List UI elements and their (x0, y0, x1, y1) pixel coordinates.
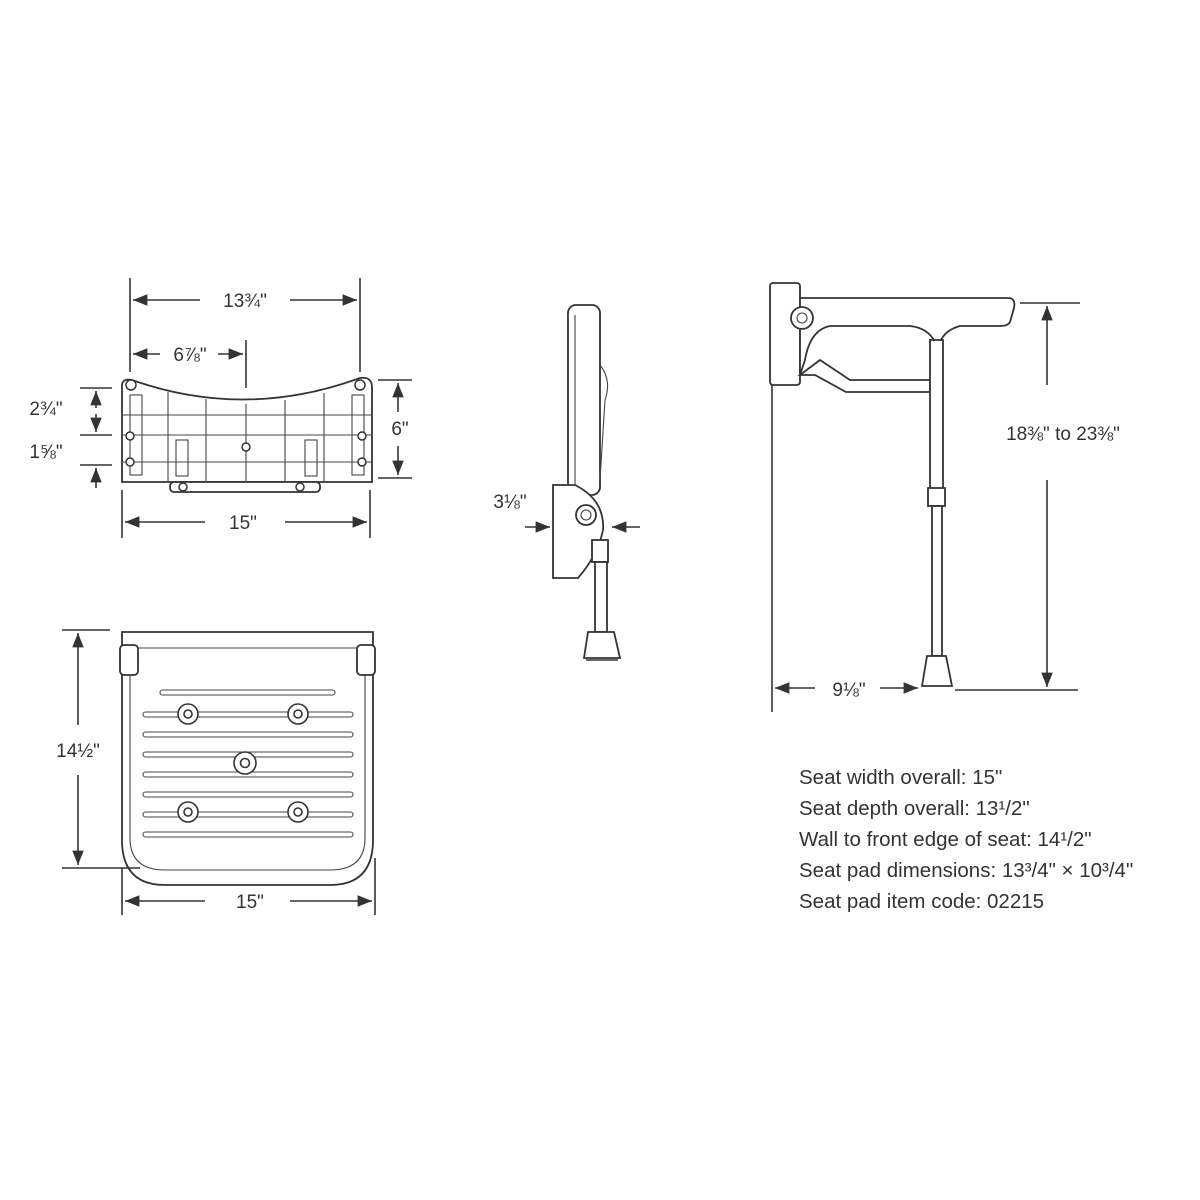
dim-width: 15" (236, 892, 264, 913)
dim-height-range: 18⅜" to 23⅜" (1006, 424, 1120, 445)
folded-side-view: 3⅛" (493, 304, 640, 661)
spec-seat-depth: Seat depth overall: 13¹/2" (799, 797, 1030, 820)
open-side-view: 18⅜" to 23⅜" 9⅛" (769, 282, 1120, 712)
dim-overall-width: 15" (229, 513, 257, 534)
spec-pad-dimensions: Seat pad dimensions: 13³/4" × 10³/4" (799, 859, 1134, 882)
specifications-list: Seat width overall: 15" Seat depth overa… (799, 762, 1133, 917)
dim-depth: 14½" (56, 741, 100, 762)
dim-folded-depth: 3⅛" (493, 492, 526, 513)
dim-top-width: 13¾" (223, 291, 267, 312)
dim-lower-spacing: 1⅝" (29, 442, 62, 463)
spec-wall-to-front: Wall to front edge of seat: 14¹/2" (799, 828, 1092, 851)
top-view: 14½" 15" (56, 629, 376, 915)
rear-view: 13¾" 6⅞" 2¾" 1⅝" 6" 15" (29, 278, 412, 538)
dim-leg-offset: 9⅛" (832, 680, 865, 701)
spec-pad-item-code: Seat pad item code: 02215 (799, 890, 1045, 913)
spec-seat-width: Seat width overall: 15" (799, 766, 1003, 789)
dim-height: 6" (391, 419, 408, 440)
dim-center-offset: 6⅞" (173, 345, 206, 366)
dim-upper-spacing: 2¾" (29, 399, 62, 420)
